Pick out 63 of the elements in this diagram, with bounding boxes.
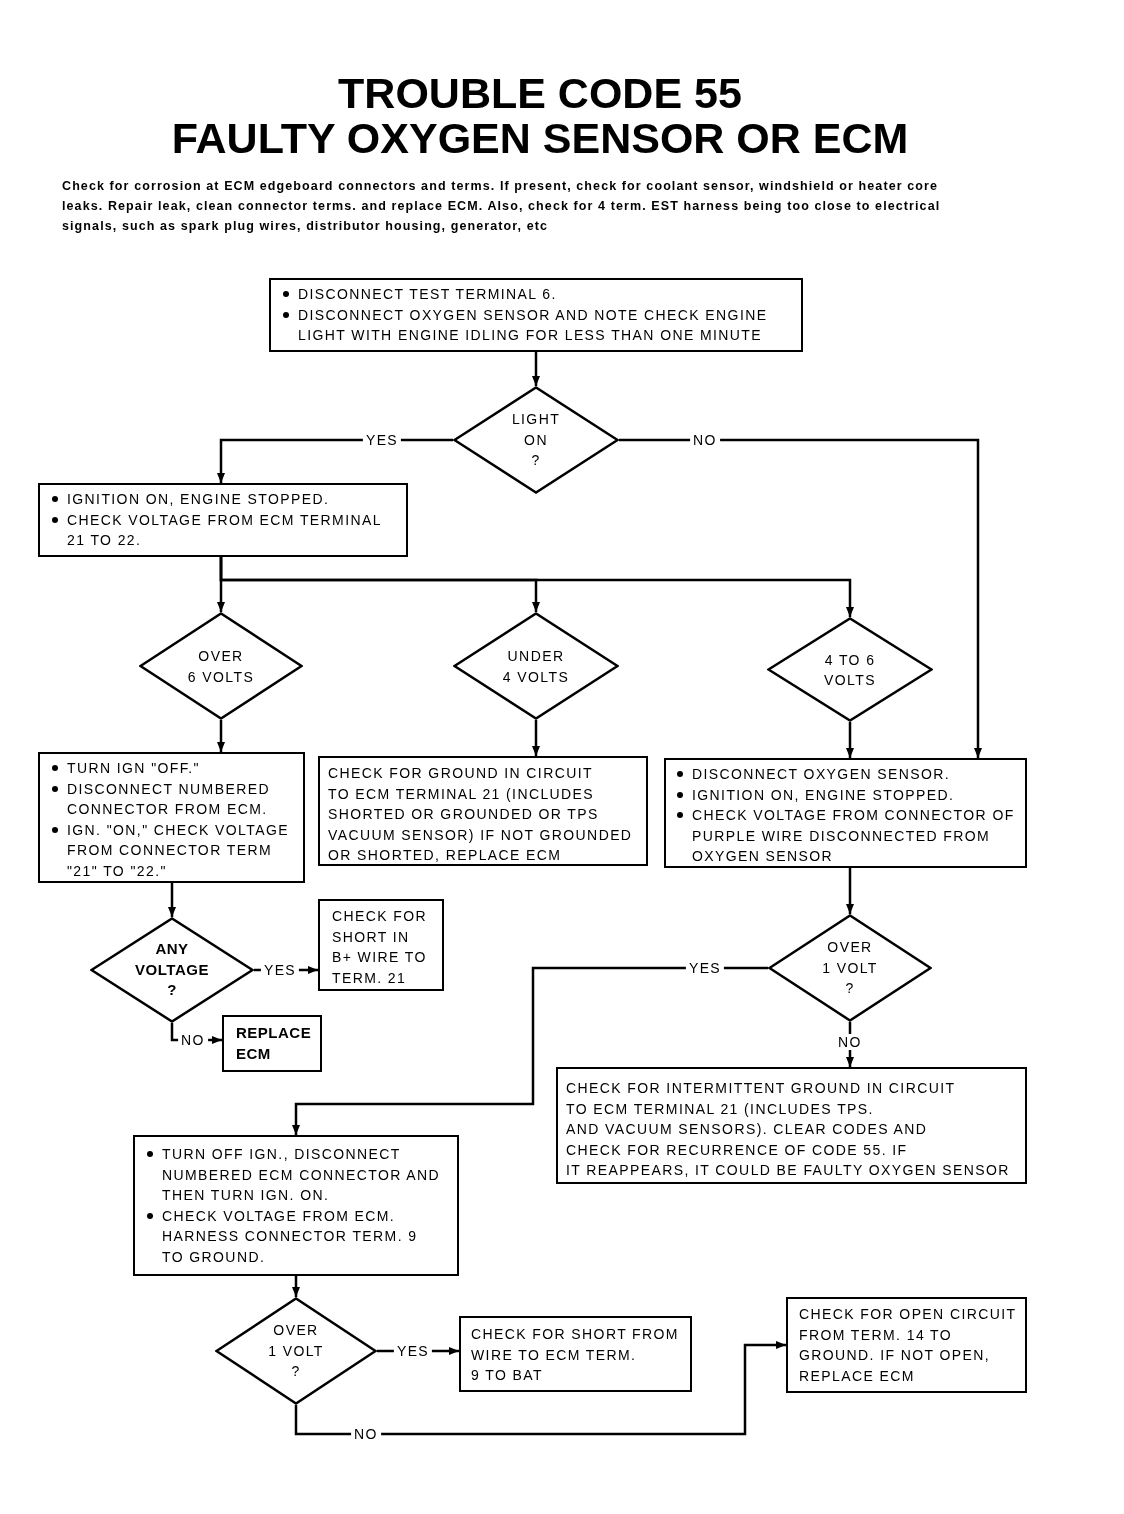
step-text: IGN. "ON," CHECK VOLTAGE FROM CONNECTOR TERM "21" TO "22." [67, 820, 289, 881]
decision-text: ANY VOLTAGE ? [135, 939, 209, 1001]
step-text: TURN IGN "OFF." [67, 759, 200, 778]
decision-diamond [453, 386, 619, 494]
decision-diamond [90, 917, 254, 1023]
step-text: CHECK FOR INTERMITTENT GROUND IN CIRCUIT TO ECM TERMINAL 21 (INCLUDES TPS. AND VACUUM SENSORS). CLEAR CODES AND CHECK FOR RECURRENCE OF CODE 55. IF IT REAPPEARS, IT COULD BE FAULTY OXYGEN SENSOR [566, 1079, 1010, 1180]
process-box [786, 1297, 1027, 1393]
step-text: DISCONNECT OXYGEN SENSOR AND NOTE CHECK ENGINE LIGHT WITH ENGINE IDLING FOR LESS THAN ONE MINUTE [298, 305, 768, 345]
flow-arrow [292, 1276, 300, 1297]
title: TROUBLE CODE 55 FAULTY OXYGEN SENSOR OR ECM [171, 71, 909, 161]
decision-diamond [768, 914, 932, 1022]
process-box [38, 483, 408, 557]
decision-text: 4 TO 6 VOLTS [824, 650, 876, 690]
flow-arrow [292, 966, 768, 1135]
process-box [133, 1135, 459, 1276]
flow-arrow [217, 720, 225, 752]
step-text: CHECK FOR SHORT FROM WIRE TO ECM TERM. 9 TO BAT [471, 1325, 679, 1385]
decision-diamond [139, 612, 303, 720]
process-box [459, 1316, 692, 1392]
step-text: IGNITION ON, ENGINE STOPPED. [692, 785, 955, 805]
step-text: CHECK VOLTAGE FROM ECM. HARNESS CONNECTOR TERM. 9 TO GROUND. [162, 1206, 418, 1267]
process-box [556, 1067, 1027, 1184]
decision-text: OVER 1 VOLT ? [822, 938, 878, 999]
process-box [222, 1015, 322, 1072]
edge-label: YES [260, 962, 300, 978]
step-text: DISCONNECT NUMBERED CONNECTOR FROM ECM. [67, 779, 270, 819]
flow-arrow [532, 352, 540, 386]
decision-diamond [767, 617, 933, 722]
edge-label: YES [393, 1343, 433, 1359]
process-box [269, 278, 803, 352]
step-text: DISCONNECT TEST TERMINAL 6. [298, 285, 557, 304]
step-text: REPLACE ECM [236, 1023, 312, 1064]
step-text: CHECK FOR GROUND IN CIRCUIT TO ECM TERMINAL 21 (INCLUDES SHORTED OR GROUNDED OR TPS VACUUM SENSOR) IF NOT GROUNDED OR SHORTED, REPLACE ECM [328, 764, 633, 865]
process-box [38, 752, 305, 883]
flow-arrow [294, 1341, 786, 1436]
flow-arrow [219, 557, 854, 617]
edge-label: NO [690, 432, 720, 448]
flow-arrow [846, 868, 854, 914]
step-text: IGNITION ON, ENGINE STOPPED. [67, 490, 330, 509]
step-text: CHECK VOLTAGE FROM ECM TERMINAL 21 TO 22. [67, 510, 382, 550]
step-text: CHECK FOR SHORT IN B+ WIRE TO TERM. 21 [332, 907, 428, 988]
decision-text: UNDER 4 VOLTS [502, 646, 570, 686]
step-text: TURN OFF IGN., DISCONNECT NUMBERED ECM CONNECTOR AND THEN TURN IGN. ON. [162, 1145, 441, 1205]
flow-arrow [168, 883, 176, 917]
step-text: CHECK VOLTAGE FROM CONNECTOR OF PURPLE WIRE DISCONNECTED FROM OXYGEN SENSOR [692, 806, 1015, 866]
process-box [318, 899, 444, 991]
process-box [318, 756, 648, 866]
edge-label: NO [351, 1426, 381, 1442]
decision-text: OVER 6 VOLTS [187, 646, 255, 686]
process-box [664, 758, 1027, 868]
note-text: Check for corrosion at ECM edgeboard connectors and terms. If present, check for coolant sensor, windshield or heater core leaks. Repair leak, clean connector terms. and replace ECM. Also, check for 4 term. EST harness being too close to electrical signals, such as spark plug wires, distributor housing, generator, etc [62, 178, 941, 235]
edge-label: YES [685, 960, 725, 976]
decision-text: LIGHT ON ? [511, 410, 561, 471]
step-text: DISCONNECT OXYGEN SENSOR. [692, 765, 950, 784]
flow-arrow [619, 438, 982, 758]
flow-arrow [846, 722, 854, 758]
decision-text: OVER 1 VOLT ? [268, 1321, 324, 1382]
decision-diamond [453, 612, 619, 720]
step-text: CHECK FOR OPEN CIRCUIT FROM TERM. 14 TO GROUND. IF NOT OPEN, REPLACE ECM [799, 1305, 1017, 1386]
flow-arrow [532, 720, 540, 756]
decision-diamond [215, 1297, 377, 1405]
edge-label: NO [178, 1032, 208, 1048]
edge-label: YES [362, 432, 402, 448]
